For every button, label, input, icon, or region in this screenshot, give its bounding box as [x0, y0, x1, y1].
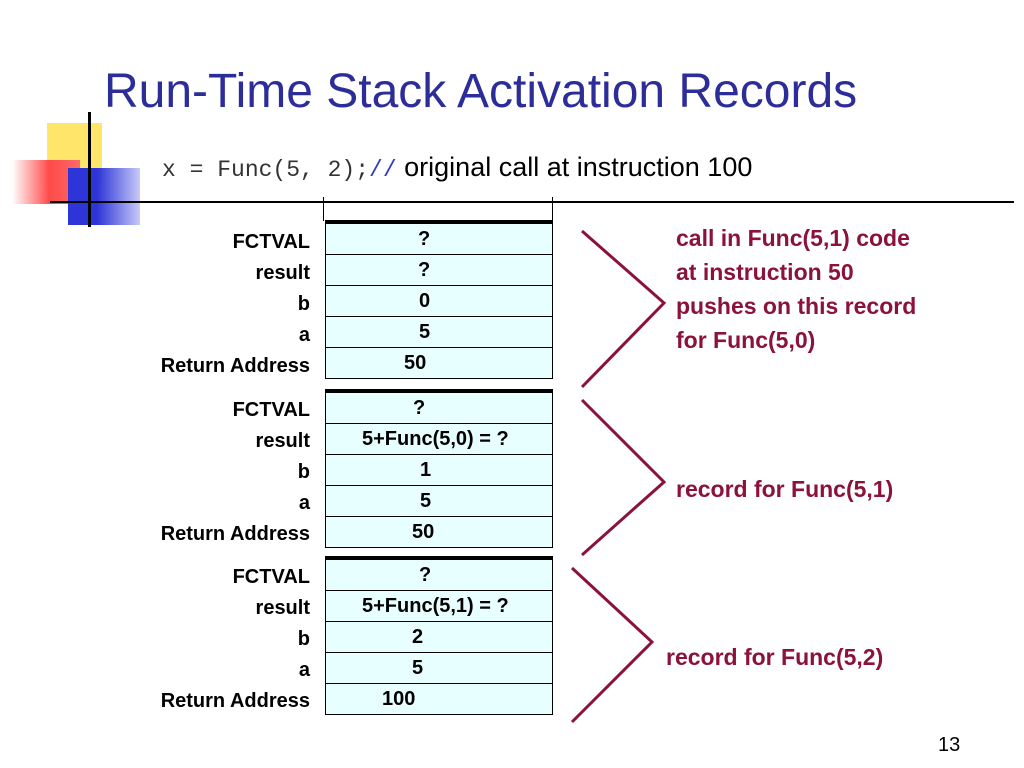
annotation-line: at instruction 50 [676, 259, 854, 285]
cell-value: ? [419, 563, 432, 586]
row-label: FCTVAL [232, 399, 310, 421]
stack-top-left-edge [323, 197, 324, 221]
brace-record-0 [580, 229, 667, 389]
call-comment: original call at instruction 100 [396, 152, 753, 182]
cell-value: ? [418, 227, 431, 250]
page-number: 13 [938, 734, 961, 756]
annotation-record-0: call in Func(5,1) code at instruction 50… [676, 221, 916, 357]
record-cell: 2 [325, 622, 553, 653]
cell-value: ? [418, 258, 431, 281]
cell-value: 5 [420, 489, 432, 512]
cell-value: 50 [412, 520, 435, 543]
cell-value: 1 [420, 458, 432, 481]
row-label: Return Address [160, 690, 310, 712]
slide-title: Run-Time Stack Activation Records [104, 65, 858, 118]
annotation-line: for Func(5,0) [676, 327, 816, 353]
cell-value: 5+Func(5,1) = ? [362, 594, 509, 617]
record-0-labels: FCTVAL result b a Return Address [80, 227, 310, 382]
record-cell: 50 [325, 517, 553, 548]
row-label: a [298, 659, 310, 681]
record-cell: ? [325, 255, 553, 286]
corner-vertical-rule [88, 112, 91, 227]
row-label: b [297, 461, 310, 483]
annotation-record-1: record for Func(5,1) [676, 472, 893, 506]
row-label: b [297, 628, 310, 650]
record-1-labels: FCTVAL result b a Return Address [80, 395, 310, 550]
record-cell: 5 [325, 486, 553, 517]
record-cell: 5 [325, 317, 553, 348]
record-2-labels: FCTVAL result b a Return Address [80, 562, 310, 717]
activation-record-func-5-2: ? 5+Func(5,1) = ? 2 5 100 [325, 556, 553, 715]
call-line: x = Func(5, 2);// original call at instr… [162, 152, 752, 183]
row-label: result [255, 430, 310, 452]
annotation-line: call in Func(5,1) code [676, 225, 910, 251]
brace-record-1 [580, 398, 667, 557]
cell-value: 50 [404, 351, 427, 374]
cell-value: 5+Func(5,0) = ? [362, 427, 509, 450]
stack-top-right-edge [552, 197, 553, 221]
annotation-record-2: record for Func(5,2) [666, 640, 883, 674]
row-label: b [297, 293, 310, 315]
row-label: Return Address [160, 523, 310, 545]
brace-record-2 [570, 566, 655, 724]
row-label: result [255, 597, 310, 619]
record-cell: ? [325, 224, 553, 255]
cell-value: 2 [412, 625, 424, 648]
call-code: x = Func(5, 2); [162, 157, 370, 183]
row-label: a [298, 492, 310, 514]
record-cell: 100 [325, 684, 553, 715]
cell-value: 100 [382, 687, 416, 710]
annotation-line: record for Func(5,2) [666, 644, 884, 670]
record-cell: 5+Func(5,0) = ? [325, 424, 553, 455]
record-cell: 50 [325, 348, 553, 379]
row-label: result [255, 262, 310, 284]
row-label: FCTVAL [232, 231, 310, 253]
annotation-line: pushes on this record [676, 293, 917, 319]
title-underline-rule [50, 201, 1014, 203]
comment-marker: // [369, 157, 397, 183]
row-label: a [298, 324, 310, 346]
row-label: Return Address [160, 355, 310, 377]
corner-blue-square [68, 168, 140, 225]
record-cell: 5 [325, 653, 553, 684]
row-label: FCTVAL [232, 566, 310, 588]
cell-value: 5 [412, 656, 424, 679]
record-cell: ? [325, 560, 553, 591]
record-cell: ? [325, 393, 553, 424]
activation-record-func-5-1: ? 5+Func(5,0) = ? 1 5 50 [325, 389, 553, 548]
activation-record-func-5-0: ? ? 0 5 50 [325, 220, 553, 379]
annotation-line: record for Func(5,1) [676, 476, 894, 502]
record-cell: 1 [325, 455, 553, 486]
record-cell: 5+Func(5,1) = ? [325, 591, 553, 622]
cell-value: ? [413, 396, 426, 419]
record-cell: 0 [325, 286, 553, 317]
cell-value: 0 [419, 289, 431, 312]
cell-value: 5 [419, 320, 431, 343]
